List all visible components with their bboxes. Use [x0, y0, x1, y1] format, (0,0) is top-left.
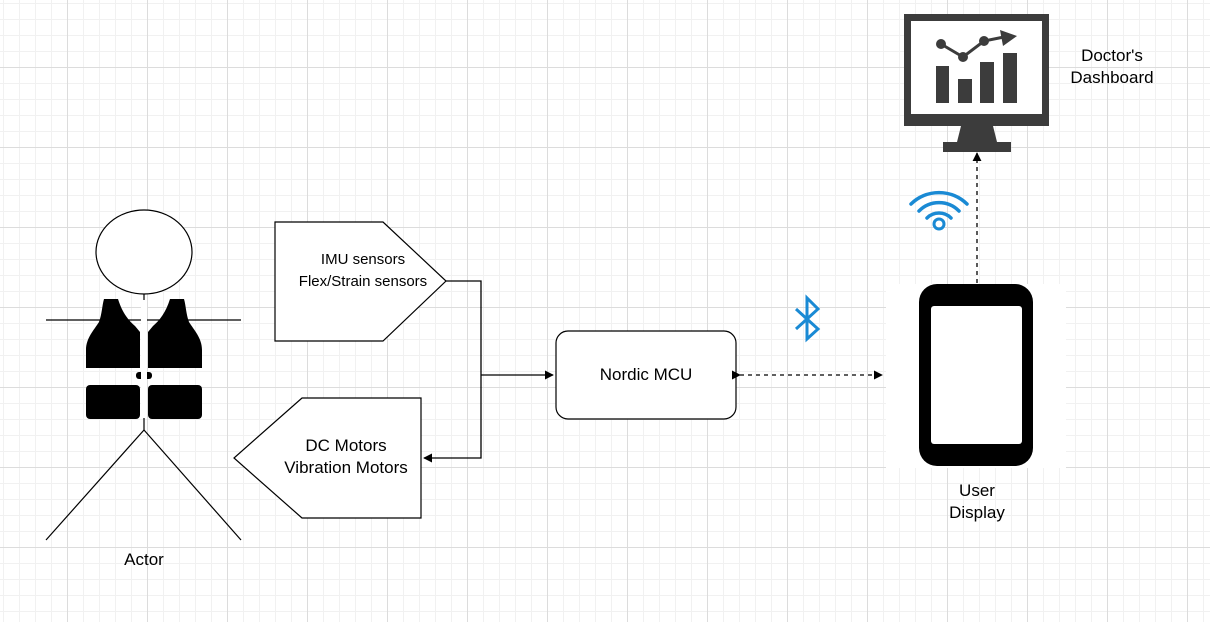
smartphone-icon	[886, 284, 1066, 468]
actuators-label: DC Motors Vibration Motors	[264, 433, 428, 481]
sensors-label: IMU sensors Flex/Strain sensors	[275, 247, 451, 295]
sensors-label-line1: IMU sensors	[320, 251, 406, 268]
mcu-label: Nordic MCU	[599, 365, 693, 384]
user-display-line2: Display	[949, 503, 1005, 522]
connector-to-actuators	[423, 375, 482, 463]
actor-right-leg	[143, 429, 242, 541]
dashboard-line2: Dashboard	[1070, 68, 1154, 87]
actuators-label-line1: DC Motors	[305, 436, 387, 455]
user-display-line1: User	[959, 481, 995, 500]
user-display-label: User Display	[917, 479, 1037, 525]
actuators-label-line2: Vibration Motors	[284, 458, 408, 477]
actor-label: Actor	[124, 550, 164, 569]
dashboard-label: Doctor's Dashboard	[1052, 44, 1172, 90]
sensors-label-line2: Flex/Strain sensors	[298, 273, 428, 290]
vest-icon	[86, 299, 202, 419]
sensor-connector	[446, 280, 482, 375]
actuators-shape	[233, 397, 422, 519]
dashboard-line1: Doctor's	[1081, 46, 1143, 65]
dashboard-monitor-icon	[904, 14, 1049, 152]
wifi-icon	[909, 190, 969, 231]
actor-left-leg	[45, 429, 145, 541]
actor-head	[95, 209, 193, 295]
sensors-shape	[274, 221, 447, 342]
bluetooth-icon	[794, 294, 821, 343]
